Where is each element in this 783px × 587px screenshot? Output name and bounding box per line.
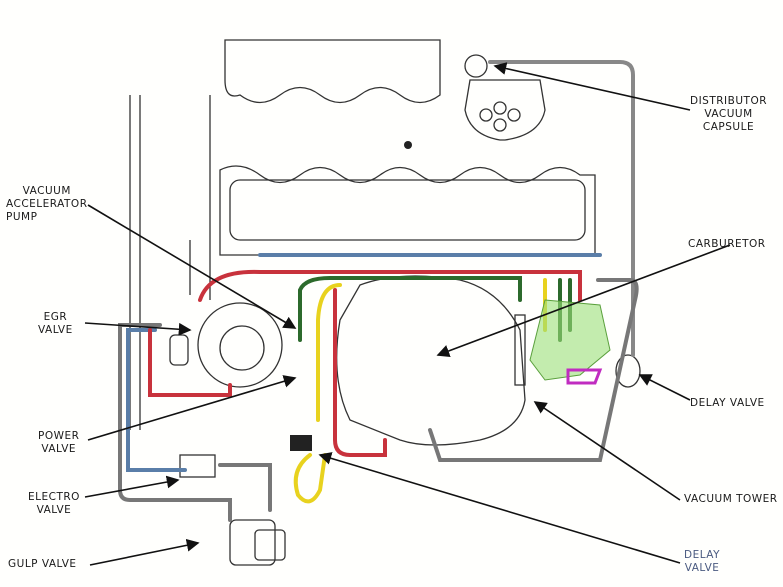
label-line: VALVE <box>36 504 72 516</box>
label-line: DISTRIBUTOR <box>690 95 768 107</box>
rocker-cover-bottom <box>219 165 596 256</box>
label-vacuum-tower: VACUUM TOWER <box>684 493 778 506</box>
label-line: ACCELERATOR <box>6 198 88 210</box>
label-line: POWER <box>38 430 80 442</box>
label-line: DELAY <box>684 549 721 561</box>
electro-valve <box>179 454 216 478</box>
rocker-cover-top <box>224 39 441 104</box>
label-line: GULP VALVE <box>8 558 77 570</box>
delay-valve-canister <box>615 354 641 388</box>
distributor <box>464 54 546 141</box>
label-power-valve: POWER VALVE <box>38 430 79 456</box>
highlight-region <box>529 299 611 381</box>
label-line: VALVE <box>684 562 720 574</box>
gulp-valve <box>229 519 276 566</box>
label-line: VALVE <box>41 443 77 455</box>
label-carburetor: CARBURETOR <box>688 238 766 251</box>
egr-valve <box>197 302 283 388</box>
label-line: CARBURETOR <box>688 238 766 250</box>
carburetor-body <box>336 275 526 446</box>
label-line: PUMP <box>6 211 38 223</box>
label-line: VACUUM TOWER <box>684 493 778 505</box>
label-electro-valve: ELECTRO VALVE <box>28 491 80 517</box>
label-line: VALVE <box>38 324 73 336</box>
label-line: VACUUM <box>704 108 753 120</box>
label-distributor-vacuum-capsule: DISTRIBUTOR VACUUM CAPSULE <box>690 95 767 134</box>
label-line: DELAY VALVE <box>690 397 765 409</box>
label-line: VACUUM <box>22 185 71 197</box>
label-egr-valve: EGR VALVE <box>38 311 73 337</box>
label-gulp-valve: GULP VALVE <box>8 558 77 571</box>
label-delay-valve-bottom: DELAY VALVE <box>684 549 720 575</box>
label-vacuum-accelerator-pump: VACUUM ACCELERATOR PUMP <box>6 185 88 224</box>
label-delay-valve-right: DELAY VALVE <box>690 397 765 410</box>
label-line: EGR <box>43 311 68 323</box>
label-line: ELECTRO <box>28 491 80 503</box>
label-line: CAPSULE <box>702 121 755 133</box>
